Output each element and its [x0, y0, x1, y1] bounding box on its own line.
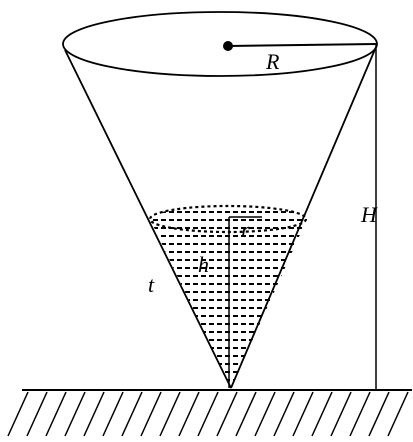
hatch-mark — [26, 391, 48, 437]
hatch-mark — [121, 391, 143, 437]
hatch-mark — [273, 391, 295, 437]
hatch-mark — [311, 391, 333, 437]
hatch-mark — [368, 391, 390, 437]
hatch-mark — [64, 391, 86, 437]
hatch-mark — [45, 391, 67, 437]
ground-hatching — [7, 391, 409, 437]
water-radius-label: r — [241, 217, 250, 242]
hatch-mark — [7, 391, 29, 437]
hatch-mark — [102, 391, 124, 437]
hatch-mark — [178, 391, 200, 437]
hatch-mark — [349, 391, 371, 437]
water-surface-fill — [150, 206, 306, 232]
radius-line — [227, 43, 377, 47]
height-label: H — [360, 202, 378, 227]
hatch-mark — [330, 391, 352, 437]
water-surface-ellipse — [148, 204, 308, 234]
hatch-mark — [83, 391, 105, 437]
hatch-mark — [235, 391, 257, 437]
hatch-mark — [140, 391, 162, 437]
hatch-mark — [216, 391, 238, 437]
hatch-mark — [159, 391, 181, 437]
time-label: t — [148, 272, 155, 297]
hatch-mark — [254, 391, 276, 437]
water-height-label: h — [198, 252, 209, 277]
water-region — [150, 219, 307, 388]
radius-label: R — [265, 49, 280, 74]
cone-rim-ellipse — [62, 11, 378, 77]
hatch-mark — [387, 391, 409, 437]
cone-left-side — [64, 49, 232, 389]
hatch-mark — [197, 391, 219, 437]
hatch-mark — [292, 391, 314, 437]
